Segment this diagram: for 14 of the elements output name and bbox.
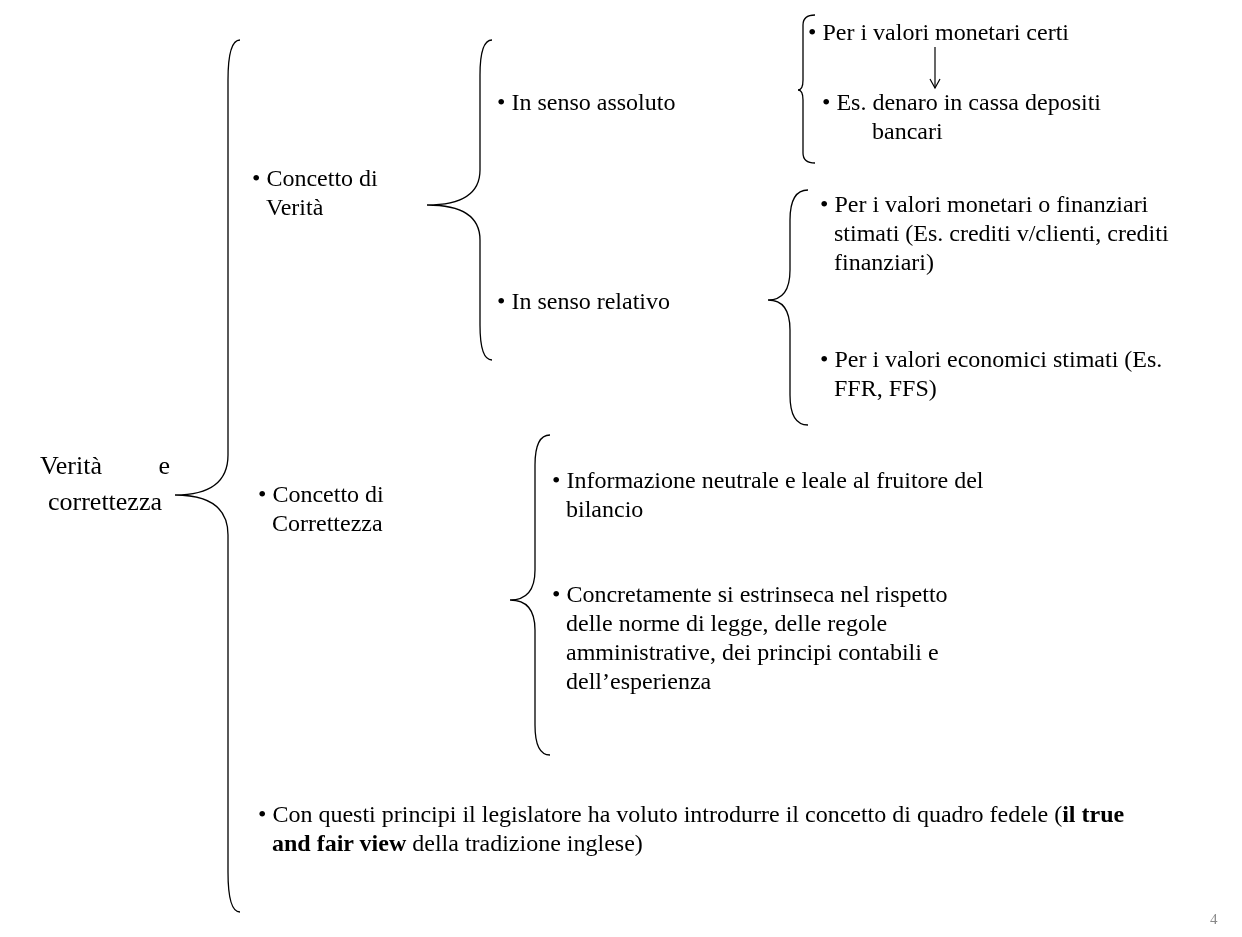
arrow: [929, 46, 941, 89]
page-number: 4: [1210, 910, 1219, 929]
bullet-text: • Concetto di Correttezza: [258, 480, 385, 538]
topic-label: Verità e correttezza: [38, 450, 172, 518]
bullet-text: • Concetto di Verità: [252, 164, 379, 222]
bullet-text: • In senso relativo: [497, 287, 672, 316]
bullet-text: • Per i valori monetari o finanziari stimati (Es. crediti v/clienti, crediti finanziari): [820, 190, 1170, 277]
bullet-text: • Informazione neutrale e leale al fruitore del bilancio: [552, 466, 985, 524]
bullet-text: • Per i valori economici stimati (Es. FFR, FFS): [820, 345, 1164, 403]
bullet-text: • Es. denaro in cassa depositi bancari: [822, 88, 1117, 146]
bullet-text: • Concretamente si estrinseca nel rispetto delle norme di legge, delle regole amministrative, dei principi contabili e dell’esperienza: [552, 580, 949, 696]
bullet-text: • Con questi principi il legislatore ha voluto introdurre il concetto di quadro fedele (il true and fair view della tradizione inglese): [258, 800, 1126, 858]
bullet-text: • In senso assoluto: [497, 88, 677, 117]
bullet-text: • Per i valori monetari certi: [808, 18, 1128, 47]
